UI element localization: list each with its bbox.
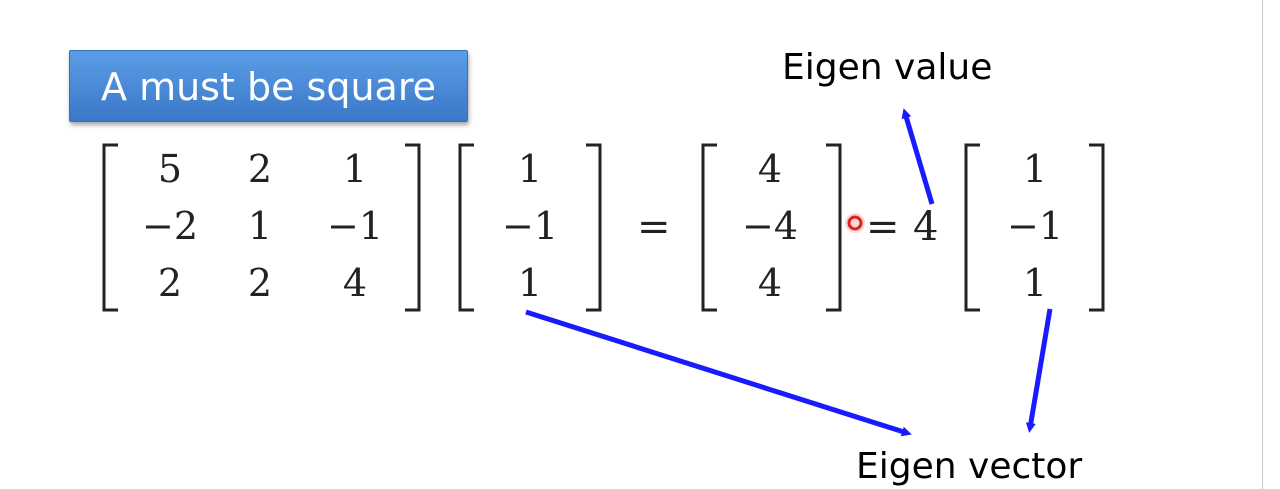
window-edge	[1262, 0, 1263, 489]
pointer-icon	[847, 215, 863, 231]
matrix-a-cell: 2	[157, 261, 183, 305]
matrix-a-cell: 5	[157, 147, 183, 191]
eigen-vector-label: Eigen vector	[856, 446, 1083, 487]
matrix-a: 5 2 1 −2 1 −1 2 2 4	[120, 147, 410, 305]
matrix-a-cell: 1	[247, 204, 273, 248]
matrix-a-cell: 4	[342, 261, 368, 305]
result-vector: 4 −4 4	[725, 147, 815, 305]
matrix-a-cell: −1	[326, 204, 384, 248]
eigen-value-label: Eigen value	[782, 47, 993, 88]
equals-sign: =	[637, 204, 671, 250]
matrix-a-cell: −2	[141, 204, 199, 248]
callout-text: A must be square	[101, 65, 436, 109]
result-cell: 4	[757, 261, 783, 305]
equals-sign-2: =	[866, 204, 900, 250]
vector-v-cell: −1	[501, 204, 559, 248]
vector-v2-cell: 1	[1022, 261, 1048, 305]
vector-v-cell: 1	[517, 261, 543, 305]
vector-v: 1 −1 1	[480, 147, 580, 305]
scalar-eigenvalue: 4	[913, 204, 939, 250]
bracket-left	[458, 143, 474, 312]
arrow-from-right-vector-to-label	[1025, 308, 1053, 433]
matrix-a-cell: 1	[342, 147, 368, 191]
bracket-right	[1089, 143, 1105, 312]
vector-v2-cell: −1	[1006, 204, 1064, 248]
result-cell: −4	[741, 204, 799, 248]
bracket-left	[102, 143, 118, 312]
bracket-left	[701, 143, 717, 312]
result-cell: 4	[757, 147, 783, 191]
vector-v-right: 1 −1 1	[985, 147, 1085, 305]
arrow-from-vector-to-label	[525, 309, 912, 437]
callout-box: A must be square	[69, 50, 468, 122]
bracket-left	[964, 143, 980, 312]
bracket-right	[826, 143, 842, 312]
matrix-a-cell: 2	[247, 147, 273, 191]
vector-v2-cell: 1	[1022, 147, 1048, 191]
arrow-to-eigen-value	[901, 108, 935, 205]
bracket-right	[586, 143, 602, 312]
matrix-a-cell: 2	[247, 261, 273, 305]
vector-v-cell: 1	[517, 147, 543, 191]
pointer-glow	[845, 213, 865, 233]
bracket-right	[405, 143, 421, 312]
